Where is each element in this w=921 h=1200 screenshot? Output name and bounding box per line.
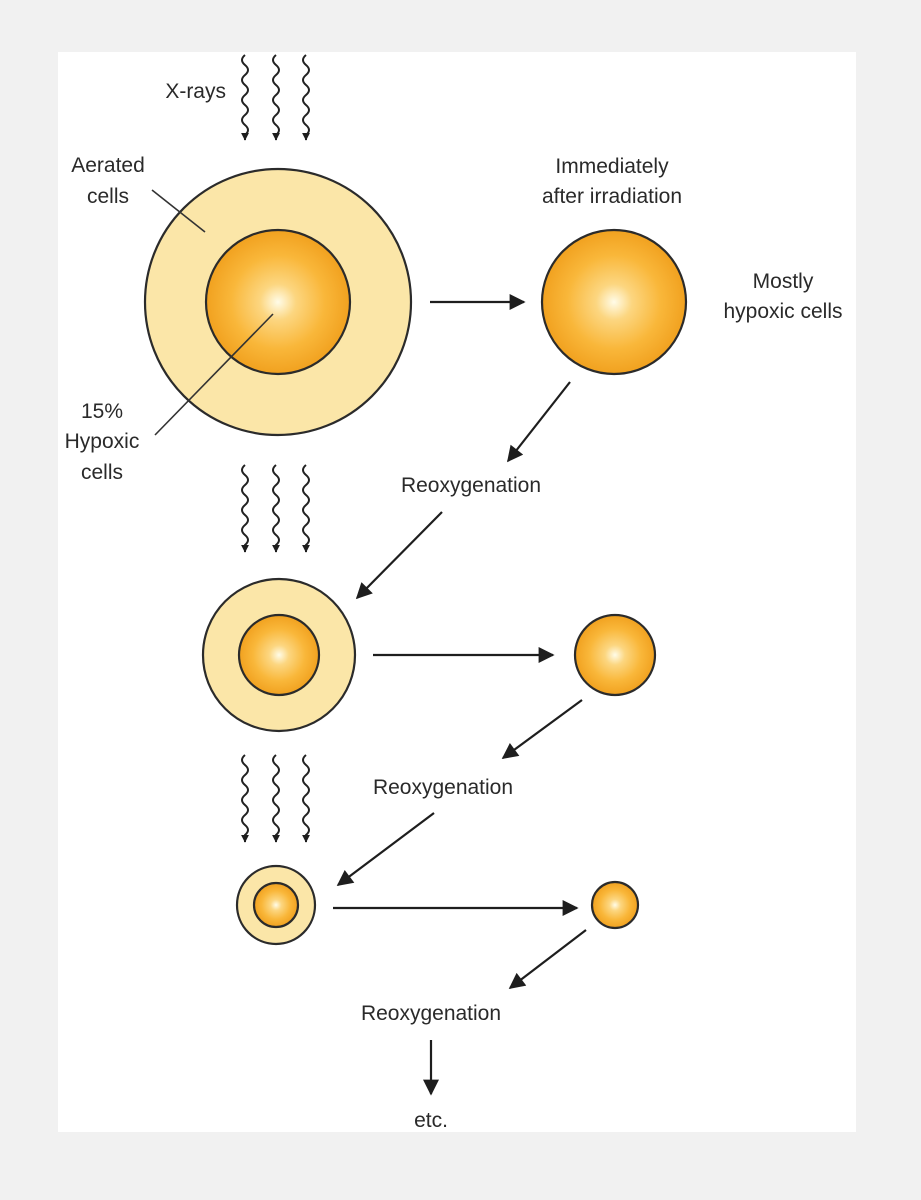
hypoxic-remnant-1	[540, 228, 688, 376]
hypoxic-remnant-3	[590, 880, 640, 930]
label-etc: etc.	[414, 1109, 448, 1132]
label-hypoxic-line3: cells	[81, 461, 123, 484]
label-xrays: X-rays	[165, 80, 226, 103]
label-reoxygenation-3: Reoxygenation	[361, 1002, 501, 1025]
xray-arrows-2	[241, 464, 310, 553]
hypoxic-core	[237, 613, 321, 697]
label-hypoxic-line1: 15%	[81, 400, 123, 423]
label-hypoxic-line2: Hypoxic	[65, 430, 140, 453]
label-aerated-line1: Aerated	[71, 154, 145, 177]
arrow-reox-1-upper	[507, 381, 571, 463]
hypoxic-remnant-2	[573, 613, 657, 697]
leader-hypoxic	[154, 313, 274, 436]
label-reoxygenation-2: Reoxygenation	[373, 776, 513, 799]
label-reoxygenation-1: Reoxygenation	[401, 474, 541, 497]
xray-wave	[302, 54, 310, 141]
labels: X-rays Aerated cells 15% Hypoxic cells I…	[65, 80, 843, 1132]
arrow-reox-2-lower	[336, 812, 435, 886]
hypoxic-core	[252, 881, 300, 929]
flow-arrows	[333, 294, 587, 1096]
arrow-reox-2-upper	[501, 699, 583, 759]
tumor-third	[235, 864, 317, 946]
xray-wave	[302, 464, 310, 553]
hypoxic-core	[204, 228, 352, 376]
xray-wave	[241, 54, 249, 141]
label-immediately-line2: after irradiation	[542, 185, 682, 208]
xray-wave	[272, 54, 280, 141]
xray-wave	[241, 754, 249, 843]
arrow-reox-3-upper	[508, 929, 587, 989]
label-mostly-line1: Mostly	[753, 270, 814, 293]
xray-wave	[302, 754, 310, 843]
label-mostly-line2: hypoxic cells	[723, 300, 842, 323]
tumor-second	[201, 577, 357, 733]
xray-arrows-3	[241, 754, 310, 843]
xray-wave	[272, 754, 280, 843]
label-immediately-line1: Immediately	[555, 155, 669, 178]
label-aerated-line2: cells	[87, 185, 129, 208]
arrow-reox-1-lower	[355, 511, 443, 600]
xray-arrows-1	[241, 54, 310, 141]
tumor-initial	[143, 167, 413, 437]
xray-wave	[272, 464, 280, 553]
xray-wave	[241, 464, 249, 553]
leader-aerated	[151, 189, 206, 233]
